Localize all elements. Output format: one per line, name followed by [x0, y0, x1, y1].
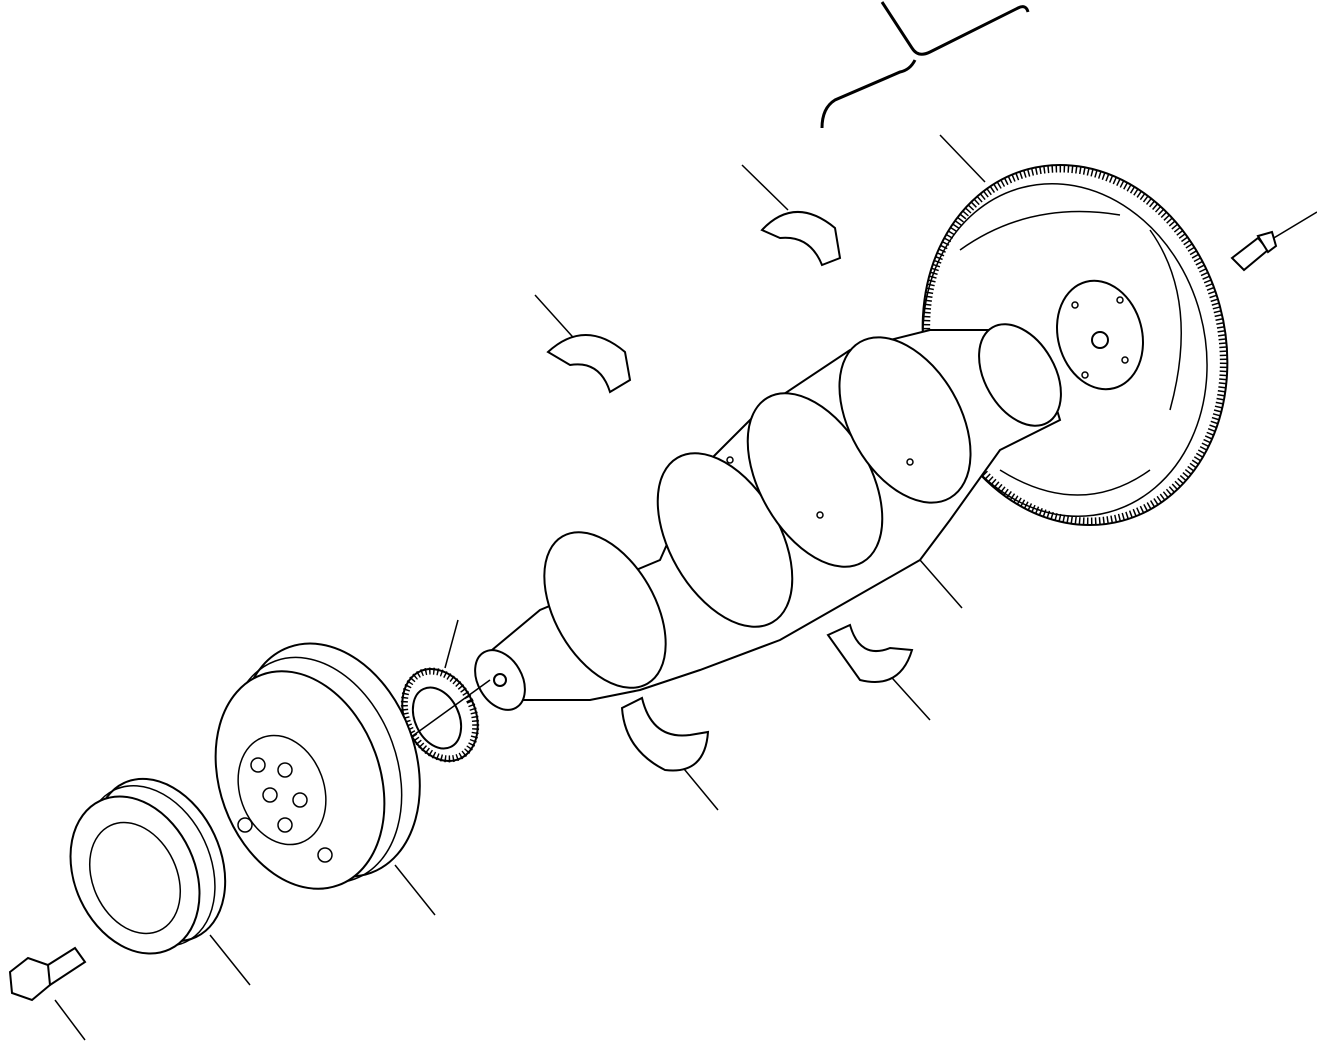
main-bearing-shell	[826, 623, 931, 721]
main-bearing-shell	[620, 696, 719, 811]
crankshaft	[474, 323, 1062, 711]
pulley	[69, 777, 251, 986]
pulley-bolt	[8, 946, 87, 1041]
vibration-damper	[214, 642, 436, 916]
main-bearing-shell	[534, 294, 632, 394]
assembly-bracket	[820, 1, 1030, 129]
main-bearing-shell	[741, 164, 842, 267]
flywheel-bolt	[1230, 211, 1317, 272]
